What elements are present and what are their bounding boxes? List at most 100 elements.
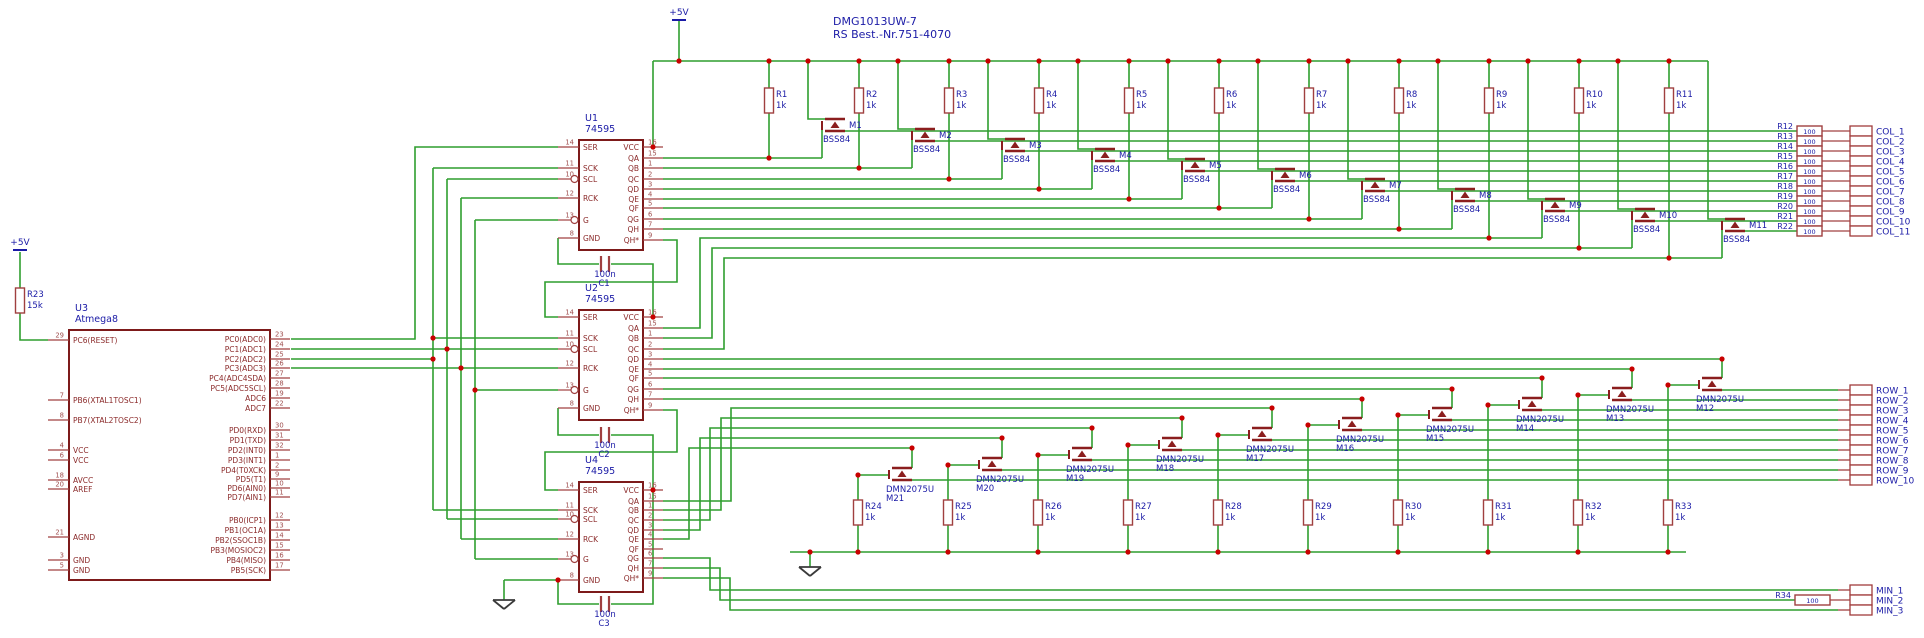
junction-dot [1666,255,1672,261]
net-label-text: ROW_1 [1876,387,1908,397]
pin-name: QF [629,204,639,213]
ic-U2[interactable]: U27459514SER11SCK10SCL12RCK13G8GND16VCC1… [558,283,663,421]
ic-U3[interactable]: U3Atmega829PC6(RESET)7PB6(XTAL1TOSC1)8PB… [48,303,290,581]
wire [1257,61,1275,170]
pin-number: 14 [565,139,574,147]
pin-name: PD2(INT0) [228,446,266,455]
net-label-text: COL_4 [1876,158,1905,168]
pin-number: 3 [648,181,652,189]
junction-dot [855,549,861,555]
pin-name: ADC7 [245,404,266,413]
junction-dot [1255,58,1261,64]
net-label-box [1849,414,1873,426]
pin-name: QB [628,334,639,343]
pin-name: PB1(OC1A) [225,526,266,535]
gnd-line [798,566,811,577]
mosfet-arrow-icon [1167,440,1177,447]
pin-number: 10 [275,480,284,488]
pin-number: 6 [648,550,652,558]
pin-name: RCK [583,194,599,203]
wire [987,61,1005,140]
pin-number: 7 [648,391,652,399]
resistor-ref: R25 [955,502,972,512]
mosfet-value: BSS84 [1723,235,1750,245]
pin-name: VCC [73,456,89,465]
power-5v-symbol: +5V [10,238,31,251]
junction-dot [1539,375,1545,381]
junction-dot [650,487,656,493]
mosfet-ref: M4 [1119,151,1132,161]
resistor-value: 100 [1803,158,1815,166]
resistor-body [1663,87,1675,114]
pin-name: SCK [583,164,599,173]
ic-U1[interactable]: U17459514SER11SCK10SCL12RCK13G8GND16VCC1… [558,113,663,251]
mosfet-value: BSS84 [1363,195,1390,205]
pin-name: QH* [624,236,640,245]
ic-U4[interactable]: U47459514SER11SCK10SCL12RCK13G8GND16VCC1… [558,455,663,593]
net-label-MIN_3[interactable]: MIN_3 [1849,604,1903,617]
pin-number: 4 [648,191,652,199]
net-label-text: COL_8 [1876,198,1905,208]
junction-dot [1395,549,1401,555]
capacitor-ref: C2 [598,450,609,460]
resistor-body [1212,499,1224,526]
resistor-value: 1k [1315,513,1325,523]
net-label-COL_11[interactable]: COL_11 [1849,225,1910,238]
pin-number: 6 [648,211,652,219]
net-label-ROW_10[interactable]: ROW_10 [1849,474,1914,487]
mosfet-ref: M17 [1246,454,1264,464]
pin-name: QA [628,154,640,163]
mosfet-value: DMN2075U [1696,395,1744,405]
mosfet-value: BSS84 [913,145,940,155]
net-label-box [1849,175,1873,187]
